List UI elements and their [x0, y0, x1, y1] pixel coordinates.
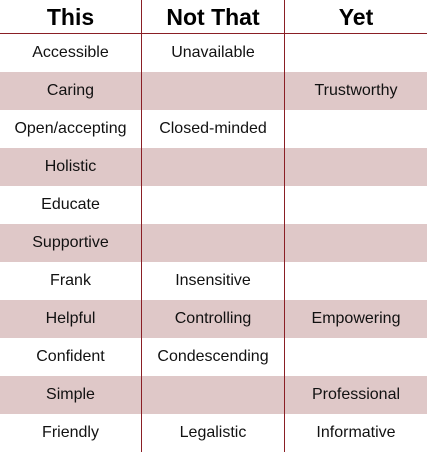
table-row: Confident Condescending — [0, 338, 427, 376]
cell-yet — [285, 186, 427, 224]
cell-not-that — [142, 376, 285, 414]
cell-not-that: Legalistic — [142, 414, 285, 452]
table-row: Simple Professional — [0, 376, 427, 414]
cell-yet — [285, 338, 427, 376]
cell-this: Educate — [0, 186, 142, 224]
table-row: Holistic — [0, 148, 427, 186]
cell-this: Open/accepting — [0, 110, 142, 148]
cell-not-that: Controlling — [142, 300, 285, 338]
cell-not-that: Closed-minded — [142, 110, 285, 148]
cell-yet — [285, 224, 427, 262]
table-row: Helpful Controlling Empowering — [0, 300, 427, 338]
cell-not-that: Condescending — [142, 338, 285, 376]
cell-this: Frank — [0, 262, 142, 300]
table-row: Supportive — [0, 224, 427, 262]
cell-yet — [285, 34, 427, 72]
cell-this: Holistic — [0, 148, 142, 186]
cell-this: Friendly — [0, 414, 142, 452]
cell-yet — [285, 262, 427, 300]
table-header-row: This Not That Yet — [0, 0, 427, 34]
table-row: Frank Insensitive — [0, 262, 427, 300]
table-row: Educate — [0, 186, 427, 224]
table-row: Open/accepting Closed-minded — [0, 110, 427, 148]
header-not-that: Not That — [142, 0, 285, 33]
cell-yet: Trustworthy — [314, 82, 398, 99]
cell-not-that — [142, 72, 285, 110]
cell-this: Simple — [0, 376, 142, 414]
table-row: Caring Trustworthy — [0, 72, 427, 110]
table-row: Accessible Unavailable — [0, 34, 427, 72]
cell-yet: Informative — [316, 424, 396, 441]
cell-not-that — [142, 186, 285, 224]
cell-not-that: Insensitive — [142, 262, 285, 300]
cell-not-that: Unavailable — [142, 34, 285, 72]
header-yet: Yet — [338, 4, 374, 30]
cell-this: Accessible — [0, 34, 142, 72]
cell-this: Confident — [0, 338, 142, 376]
cell-yet: Empowering — [311, 310, 401, 327]
cell-not-that — [142, 148, 285, 186]
header-this: This — [0, 0, 142, 33]
cell-this: Supportive — [0, 224, 142, 262]
cell-this: Caring — [0, 72, 142, 110]
cell-yet — [285, 110, 427, 148]
cell-not-that — [142, 224, 285, 262]
cell-yet: Professional — [311, 386, 401, 403]
cell-yet — [285, 148, 427, 186]
cell-this: Helpful — [0, 300, 142, 338]
table-row: Friendly Legalistic Informative — [0, 414, 427, 452]
